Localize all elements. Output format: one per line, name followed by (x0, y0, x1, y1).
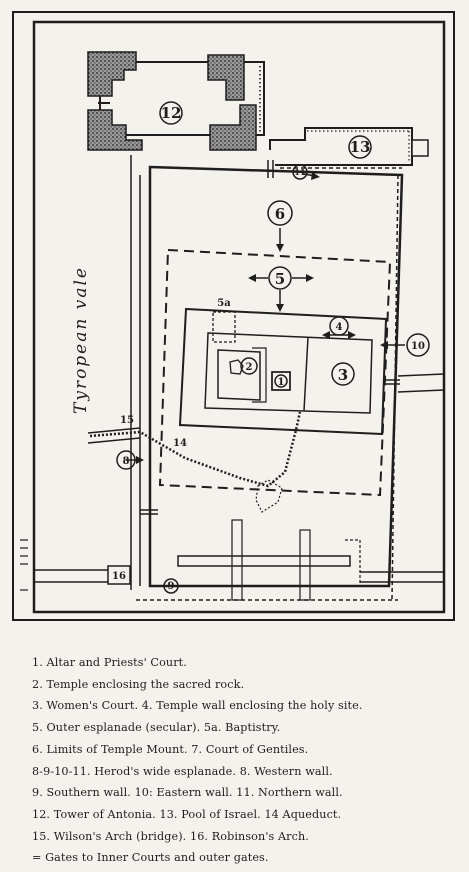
legend-item: 15. Wilson's Arch (bridge). 16. Robinson… (32, 829, 309, 843)
label-12: 12 (161, 104, 182, 122)
pool-of-israel (269, 127, 429, 166)
label-15: 15 (120, 415, 134, 426)
herods-esplanade (130, 155, 404, 601)
label-10: 10 (411, 341, 425, 352)
legend-item: = Gates to Inner Courts and outer gates. (32, 851, 269, 865)
label-1: 1 (278, 377, 285, 388)
temple-mount-limits (158, 248, 392, 497)
legend-item: 8-9-10-11. Herod's wide esplanade. 8. We… (32, 764, 333, 778)
label-6: 6 (275, 205, 285, 223)
temple-mount-plan: 6 5 5a 4 3 2 1 8 9 10 11 12 13 14 15 16 … (12, 11, 455, 621)
legend: 1. Altar and Priests' Court. 2. Temple e… (32, 652, 462, 869)
label-2: 2 (246, 362, 253, 373)
legend-item: 5. Outer esplanade (secular). 5a. Baptis… (32, 721, 281, 735)
legend-item: 9. Southern wall. 10: Eastern wall. 11. … (32, 786, 343, 800)
map-inner-frame (32, 20, 446, 614)
legend-item: 2. Temple enclosing the sacred rock. (32, 677, 245, 691)
map-frame (12, 11, 455, 621)
eastern-gate-road (397, 373, 445, 393)
direction-arrows (126, 172, 405, 464)
hatched-edges (20, 539, 28, 591)
label-14: 14 (173, 438, 187, 449)
label-3: 3 (338, 366, 348, 384)
legend-item: 1. Altar and Priests' Court. (32, 656, 187, 669)
legend-item: 6. Limits of Temple Mount. 7. Court of G… (32, 742, 309, 756)
southern-gates (177, 519, 361, 601)
label-9: 9 (168, 581, 175, 592)
label-16: 16 (112, 571, 126, 582)
tower-of-antonia (87, 51, 265, 151)
robinsons-arch (34, 565, 444, 585)
region-label-tyropean: Tyropean vale (71, 266, 91, 414)
label-5: 5 (275, 270, 285, 288)
label-5a: 5a (217, 298, 231, 309)
legend-item: 12. Tower of Antonia. 13. Pool of Israel… (32, 807, 342, 821)
label-11: 11 (294, 167, 305, 177)
label-4: 4 (336, 322, 343, 333)
legend-item: 3. Women's Court. 4. Temple wall enclosi… (32, 699, 363, 713)
label-13: 13 (350, 138, 371, 156)
label-8: 8 (123, 456, 130, 467)
baptistry (212, 311, 236, 343)
temple-wall (178, 307, 388, 436)
wilsons-arch (87, 427, 141, 444)
